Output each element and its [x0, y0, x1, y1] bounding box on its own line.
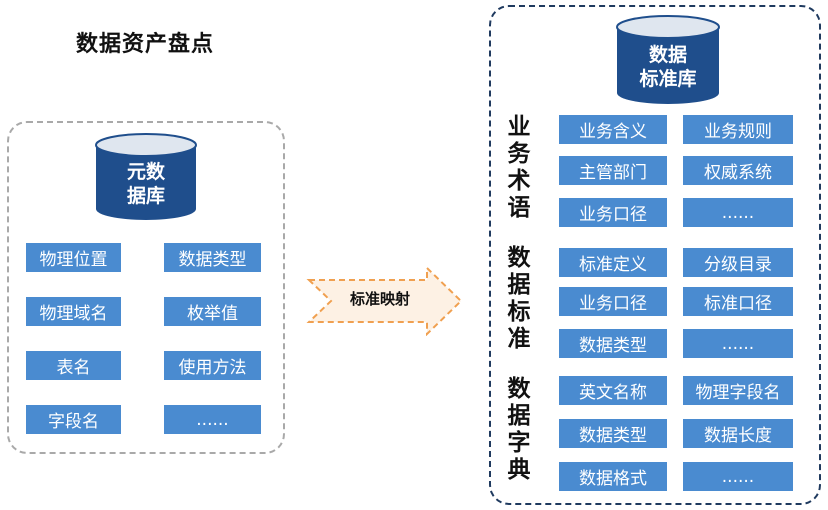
metadata-frame	[7, 121, 285, 454]
term-business-scope: 业务口径	[559, 198, 667, 227]
standard-scope: 标准口径	[683, 287, 793, 316]
standard-catalog: 分级目录	[683, 248, 793, 277]
metadata-database-icon: 元数 据库	[95, 133, 197, 221]
term-more: ......	[683, 198, 793, 227]
dict-data-type: 数据类型	[559, 419, 667, 448]
dict-data-format: 数据格式	[559, 462, 667, 491]
dict-data-length: 数据长度	[683, 419, 793, 448]
standard-database-icon: 数据 标准库	[616, 15, 720, 105]
standard-frame	[489, 5, 821, 505]
standard-data-type: 数据类型	[559, 329, 667, 358]
left-item-physical-location: 物理位置	[26, 243, 121, 272]
standard-business-scope: 业务口径	[559, 287, 667, 316]
metadata-db-label-2: 据库	[126, 185, 165, 207]
standard-db-label-2: 标准库	[639, 68, 697, 90]
standard-definition: 标准定义	[559, 248, 667, 277]
dict-more: ......	[683, 462, 793, 491]
left-item-table-name: 表名	[26, 351, 121, 380]
dict-physical-field-name: 物理字段名	[683, 376, 793, 405]
left-item-enum-value: 枚举值	[164, 297, 261, 326]
section-label-data-standard: 数 据 标 准	[507, 245, 531, 352]
left-item-usage: 使用方法	[164, 351, 261, 380]
left-item-data-type: 数据类型	[164, 243, 261, 272]
standard-db-label-1: 数据	[648, 44, 687, 66]
mapping-label: 标准映射	[349, 290, 410, 308]
left-item-field-name: 字段名	[26, 405, 121, 434]
term-authority-system: 权威系统	[683, 156, 793, 185]
metadata-db-label-1: 元数	[126, 161, 165, 183]
term-business-meaning: 业务含义	[559, 115, 667, 144]
section-label-business-terms: 业 务 术 语	[507, 114, 531, 221]
page-title: 数据资产盘点	[76, 32, 215, 57]
left-item-more: ......	[164, 405, 261, 434]
dict-english-name: 英文名称	[559, 376, 667, 405]
standard-more: ......	[683, 329, 793, 358]
mapping-arrow-icon	[306, 266, 463, 336]
left-item-physical-domain: 物理域名	[26, 297, 121, 326]
term-owner-department: 主管部门	[559, 156, 667, 185]
section-label-data-dictionary: 数 据 字 典	[507, 376, 531, 483]
term-business-rule: 业务规则	[683, 115, 793, 144]
